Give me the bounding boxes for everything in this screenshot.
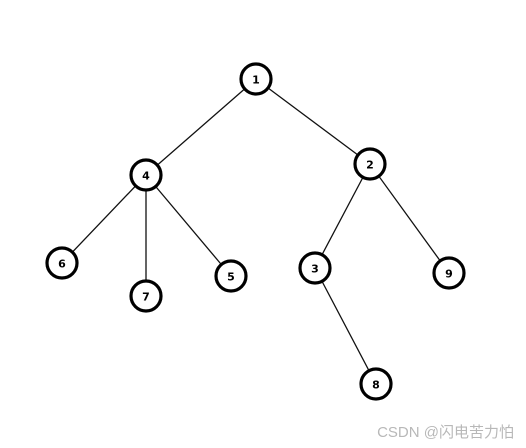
tree-node-1: 1 (239, 62, 273, 96)
node-label-1: 1 (252, 74, 260, 87)
node-circle-8 (359, 367, 393, 401)
tree-node-3: 3 (298, 251, 332, 285)
edge-4-6 (61, 174, 147, 264)
edge-2-3 (314, 163, 371, 269)
node-circle-2 (353, 147, 387, 181)
tree-node-2: 2 (353, 147, 387, 181)
node-label-4: 4 (142, 170, 150, 183)
tree-node-4: 4 (129, 158, 163, 192)
node-circle-1 (239, 62, 273, 96)
tree-node-5: 5 (214, 259, 248, 293)
node-label-2: 2 (366, 159, 374, 172)
node-circle-5 (214, 259, 248, 293)
node-label-5: 5 (227, 271, 235, 284)
tree-node-7: 7 (129, 279, 163, 313)
tree-node-8: 8 (359, 367, 393, 401)
tree-edges (61, 78, 450, 385)
edge-2-9 (369, 163, 450, 274)
node-label-8: 8 (372, 379, 380, 392)
node-label-3: 3 (311, 263, 319, 276)
node-circle-7 (129, 279, 163, 313)
node-label-7: 7 (142, 291, 150, 304)
edge-4-5 (145, 174, 232, 277)
node-circle-3 (298, 251, 332, 285)
node-label-9: 9 (445, 268, 453, 281)
edge-1-4 (145, 78, 257, 176)
node-circle-4 (129, 158, 163, 192)
tree-nodes: 1 4 2 6 7 5 3 9 8 (45, 62, 466, 401)
node-circle-9 (432, 256, 466, 290)
edge-1-2 (255, 78, 371, 165)
tree-node-9: 9 (432, 256, 466, 290)
tree-node-6: 6 (45, 246, 79, 280)
watermark: CSDN @闪电苦力怕 (377, 424, 514, 441)
edge-3-8 (314, 267, 377, 385)
node-label-6: 6 (58, 258, 66, 271)
node-circle-6 (45, 246, 79, 280)
